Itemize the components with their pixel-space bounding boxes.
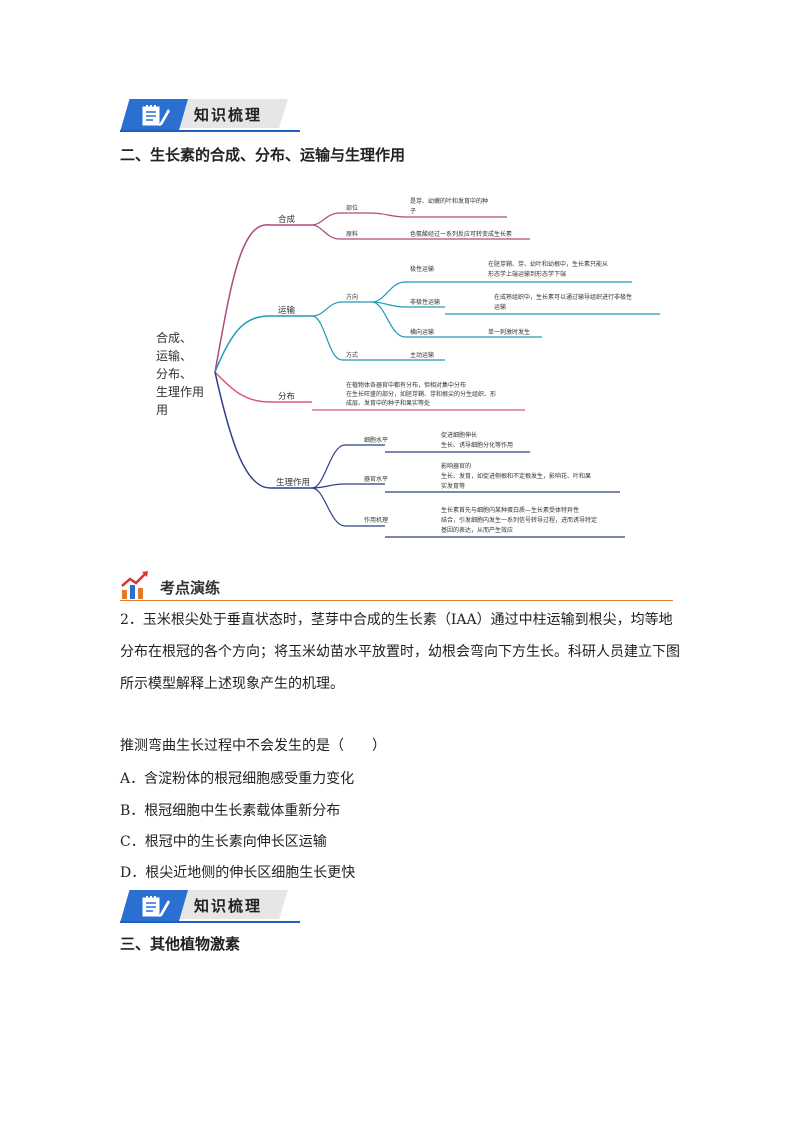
mechanism-text: 生长素首先与细胞内某种蛋白质—生长素受体特异性 结合，引发细胞内发生一系列信号转… (441, 506, 599, 534)
section-title-3: 三、其他植物激素 (120, 935, 241, 953)
option-c[interactable]: C．根冠中的生长素向伸长区运输 (120, 834, 327, 850)
exam-title: 考点演练 (160, 579, 221, 597)
option-a[interactable]: A．含淀粉体的根冠细胞感受重力变化 (120, 771, 355, 787)
distribution-text: 在植物体各器官中都有分布，但相对集中分布 在生长旺盛的部分，如胚芽鞘、芽和根尖的… (346, 381, 498, 407)
lateral-text: 单一刺激时发生 (488, 328, 530, 336)
banner-title: 知识梳理 (194, 106, 263, 124)
mode-node: 方式 (346, 351, 358, 359)
polar-node: 极性运输 (410, 265, 434, 273)
cell-level-node: 细胞水平 (364, 436, 388, 444)
notepad-pencil-icon (142, 896, 170, 917)
auxin-mind-map: 合成、 运输、 分布、 生理作用 用 合成 运输 分布 生理作用 部位 是芽、幼… (156, 197, 660, 538)
direction-node: 方向 (346, 293, 358, 301)
organ-level-text: 影响器官的 生长、发育，如促进侧根和不定根发生，影响花、叶和果 实发育等 (441, 462, 593, 490)
question-line: 分布在根冠的各个方向；将玉米幼苗水平放置时，幼根会弯向下方生长。科研人员建立下图 (120, 644, 680, 660)
root-label: 合成、 运输、 分布、 生理作用 用 (156, 330, 208, 417)
material-text: 色氨酸经过一系列反应可转变成生长素 (410, 230, 512, 238)
option-d[interactable]: D．根尖近地侧的伸长区细胞生长更快 (120, 865, 356, 881)
notepad-pencil-icon (142, 105, 170, 126)
question-line: 2．玉米根尖处于垂直状态时，茎芽中合成的生长素（IAA）通过中柱运输到根尖，均等… (120, 612, 673, 628)
transport-node: 运输 (278, 305, 296, 316)
organ-level-node: 器官水平 (364, 475, 388, 483)
material-node: 原料 (346, 230, 358, 238)
site-node: 部位 (346, 204, 358, 212)
mechanism-node: 作用机理 (364, 516, 388, 524)
question-prompt: 推测弯曲生长过程中不会发生的是（ ） (120, 738, 386, 754)
nonpolar-node: 非极性运输 (410, 298, 440, 306)
banner-title: 知识梳理 (194, 897, 263, 915)
section-title-2: 二、生长素的合成、分布、运输与生理作用 (120, 146, 406, 164)
rising-chart-icon (121, 571, 148, 599)
physiology-node: 生理作用 (276, 477, 310, 488)
distribution-node: 分布 (278, 391, 295, 402)
polar-text: 在胚芽鞘、芽、幼叶和幼根中，生长素只能从 形态学上端运输到形态学下端 (488, 260, 610, 278)
nonpolar-text: 在成熟组织中，生长素可以通过输导组织进行非极性 运输 (494, 293, 634, 311)
option-b[interactable]: B．根冠细胞中生长素载体重新分布 (120, 803, 341, 819)
cell-level-text: 促进细胞伸长 生长、诱导细胞分化等作用 (441, 431, 513, 449)
site-text: 是芽、幼嫩的叶和发育中的种 子 (410, 197, 490, 215)
question-line: 所示模型解释上述现象产生的机理。 (120, 676, 344, 692)
lateral-node: 横向运输 (410, 328, 434, 336)
mode-text: 主动运输 (410, 351, 434, 359)
synthesis-node: 合成 (278, 214, 296, 225)
